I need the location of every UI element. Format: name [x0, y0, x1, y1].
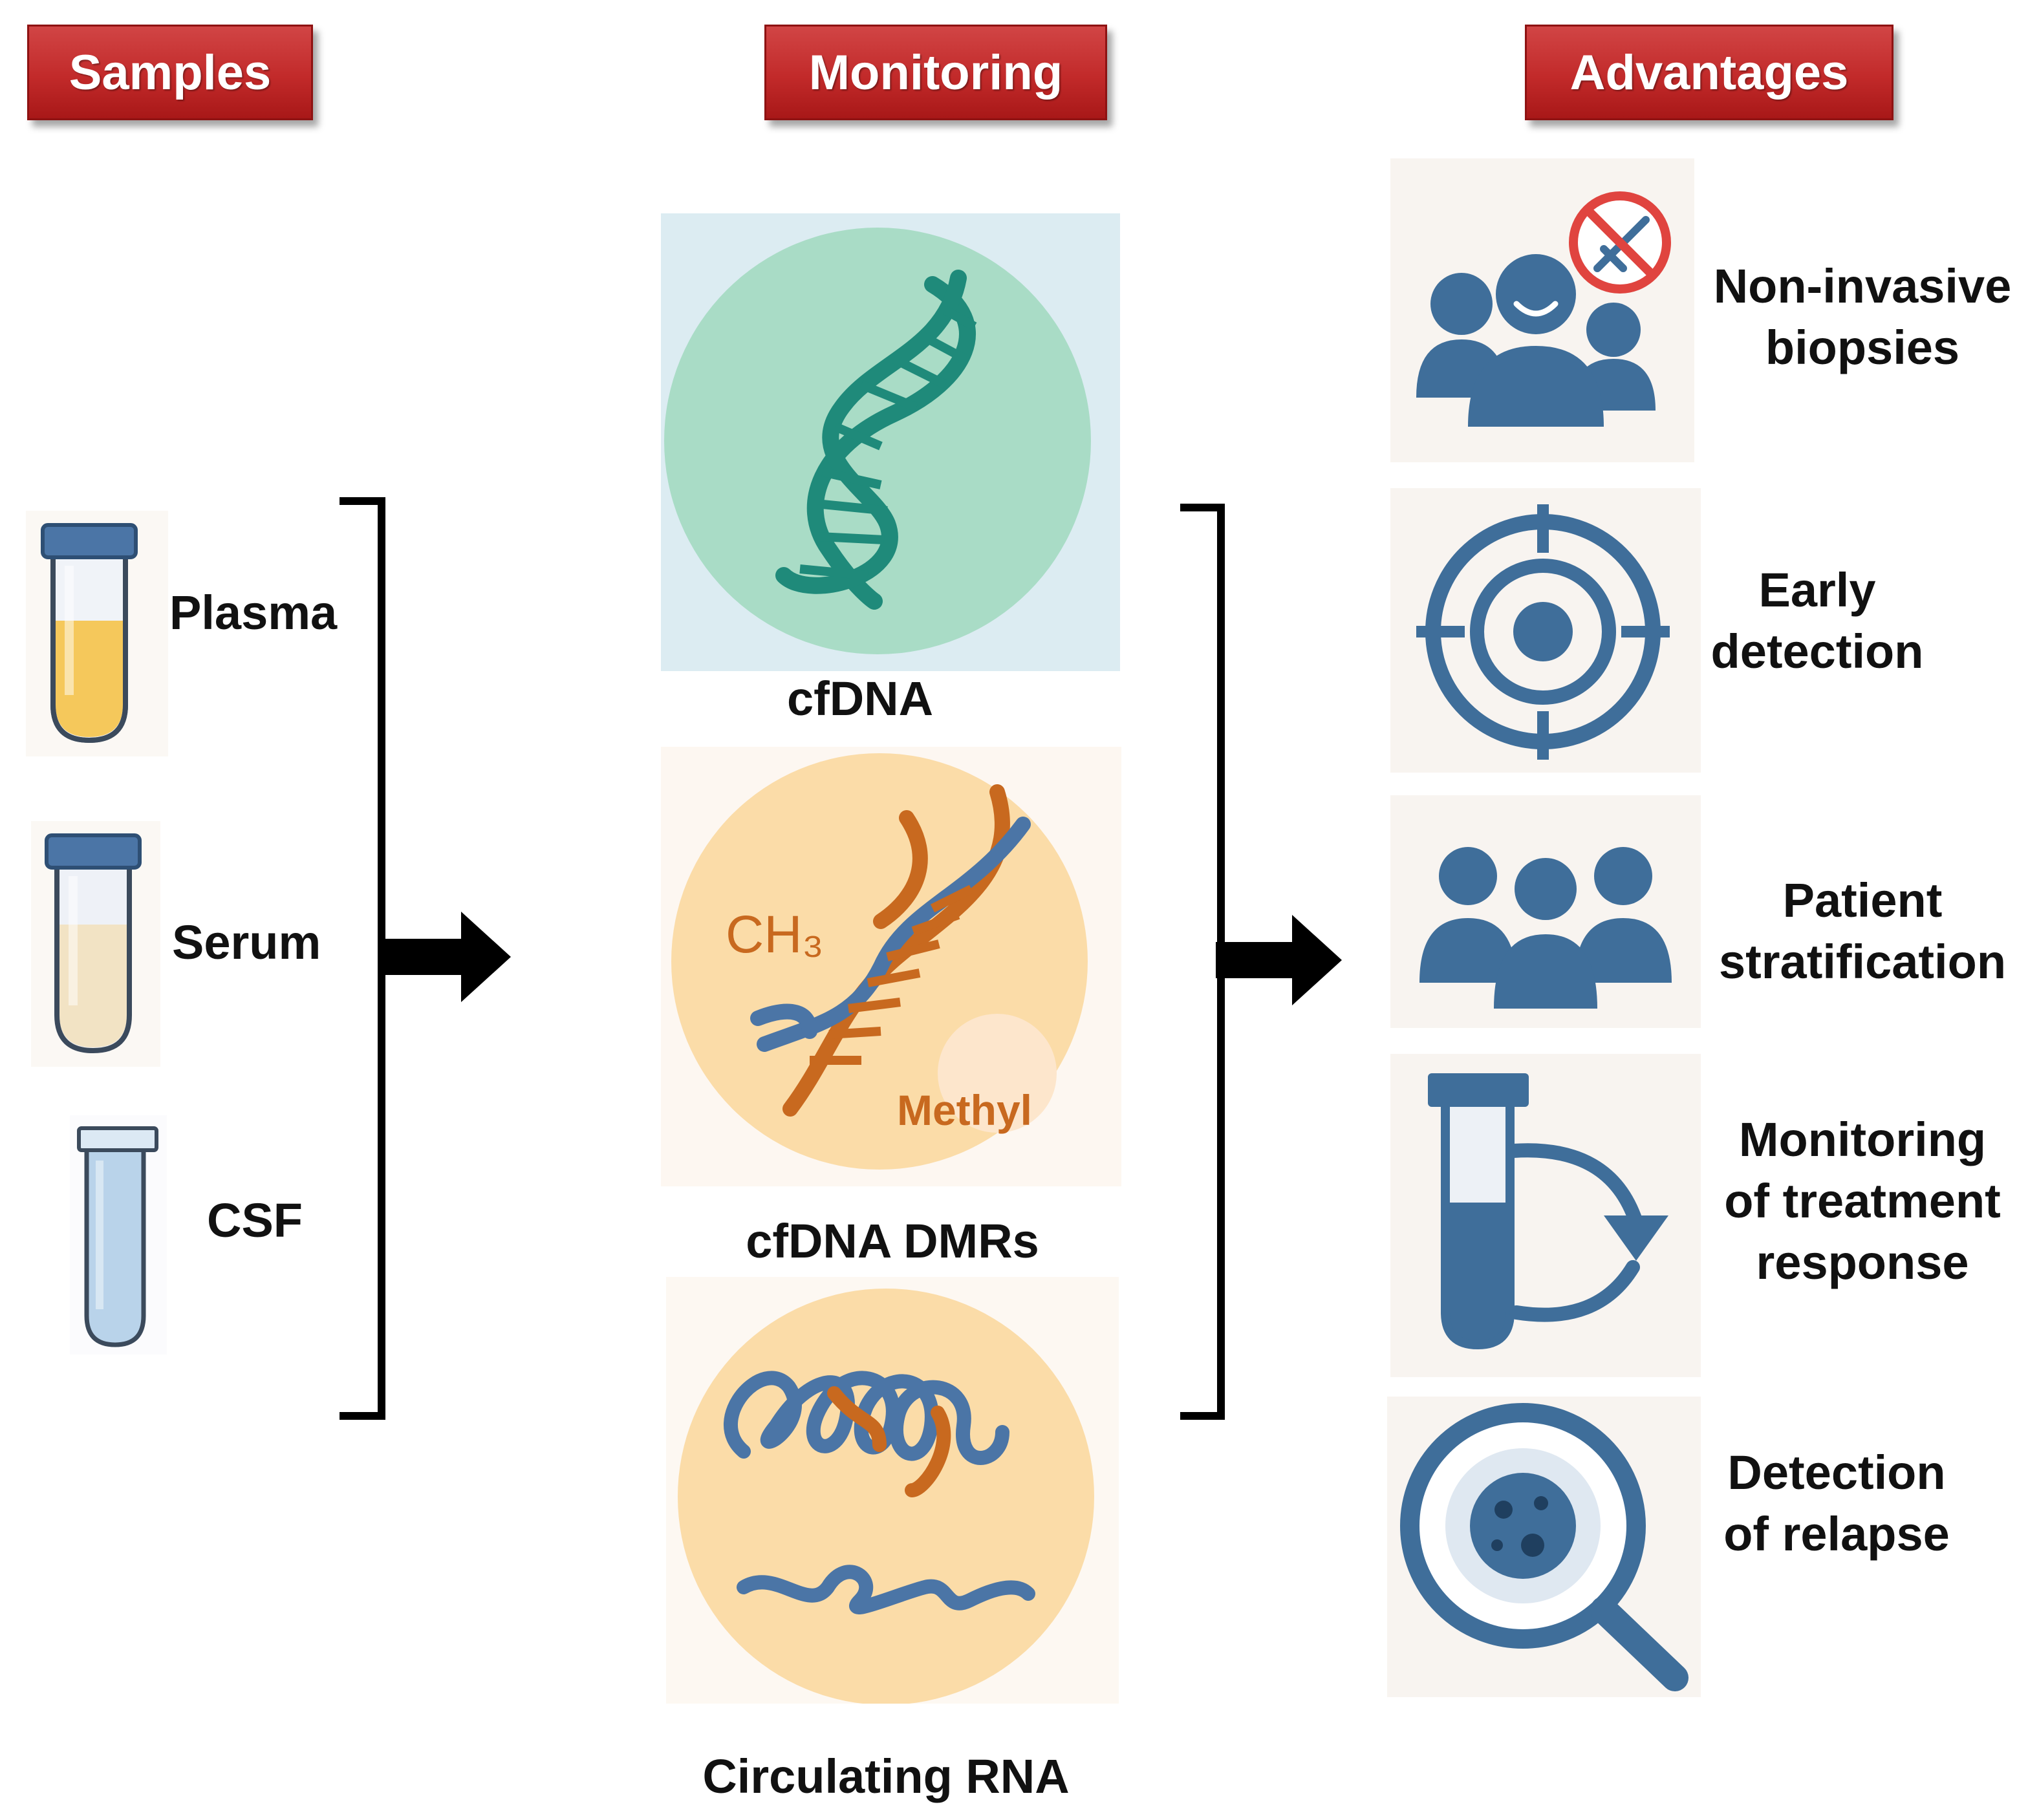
monitoring-label-circulating-rna: Circulating RNA	[702, 1750, 1070, 1803]
rna-strand-icon	[666, 1277, 1119, 1704]
samples-arrow-icon	[378, 912, 511, 1002]
advantage-monitoring-line2: of treatment	[1724, 1174, 2001, 1228]
methyl-label: Methyl	[897, 1086, 1032, 1134]
ch3-label: CH₃	[726, 905, 824, 964]
tube-cycle-icon	[1390, 1054, 1701, 1377]
advantage-noninvasive-line2: biopsies	[1765, 321, 1960, 374]
monitoring-header: Monitoring	[764, 25, 1107, 120]
target-icon	[1390, 488, 1701, 773]
sample-label-serum: Serum	[172, 915, 321, 969]
advantage-nonivasive-line1: Non-invasive	[1713, 259, 2012, 313]
advantage-monitoring-line1: Monitoring	[1738, 1113, 1987, 1166]
plasma-tube-icon	[26, 511, 168, 756]
monitoring-label-cfdna-dmrs: cfDNA DMRs	[746, 1214, 1039, 1268]
advantage-monitoring-line3: response	[1756, 1236, 1969, 1289]
sample-label-plasma: Plasma	[169, 586, 338, 639]
advantage-patient-line1: Patient	[1782, 873, 1943, 927]
advantages-header: Advantages	[1525, 25, 1893, 120]
sample-label-csf: CSF	[207, 1194, 303, 1247]
advantage-patient-line2: stratification	[1718, 935, 2007, 989]
csf-tube-icon	[70, 1115, 167, 1354]
advantage-early-line1: Early	[1758, 563, 1876, 617]
serum-tube-icon	[31, 821, 160, 1067]
advantage-early-line2: detection	[1710, 625, 1924, 678]
methylated-dna-icon: CH₃ Methyl	[661, 747, 1121, 1186]
monitoring-arrow-icon	[1216, 915, 1342, 1005]
people-no-needle-icon	[1390, 158, 1694, 462]
patient-group-icon	[1390, 795, 1701, 1028]
monitoring-label-cfdna: cfDNA	[786, 672, 934, 725]
advantage-relapse-line2: of relapse	[1723, 1507, 1950, 1561]
samples-header: Samples	[27, 25, 313, 120]
advantage-relapse-line1: Detection	[1727, 1446, 1946, 1499]
magnifier-cell-icon	[1387, 1397, 1701, 1697]
dna-helix-icon	[661, 213, 1120, 671]
